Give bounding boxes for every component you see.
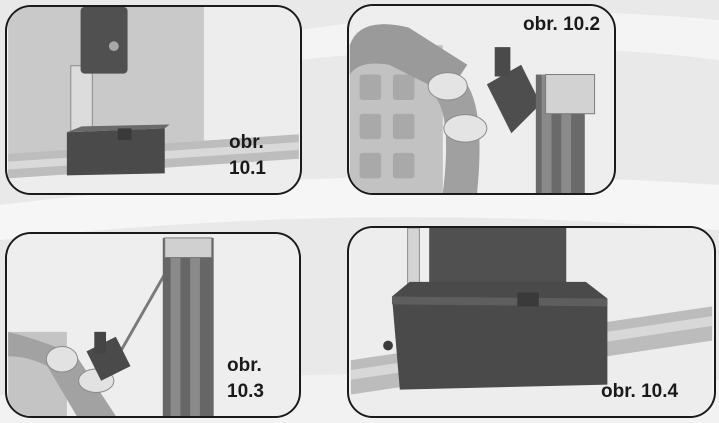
figure-panel-10-2: obr. 10.2 xyxy=(347,4,616,195)
figure-label-10-1: obr. 10.1 xyxy=(229,130,266,182)
figure-label-10-2: obr. 10.2 xyxy=(523,14,601,35)
figure-label-line1: obr. xyxy=(229,132,264,153)
figure-label-line2: 10.3 xyxy=(227,381,264,402)
figure-label-10-4: obr. 10.4 xyxy=(601,381,679,402)
figure-label-line1: obr. xyxy=(227,355,262,376)
gate-pole-illustration xyxy=(8,234,298,416)
figure-label-line2: 10.1 xyxy=(229,158,266,179)
figure-panel-10-4: obr. 10.4 xyxy=(347,226,716,418)
gate-clamp-illustration xyxy=(349,6,614,193)
figure-panel-10-3: obr. 10.3 xyxy=(5,232,301,418)
gate-base-closeup-illustration xyxy=(350,228,713,416)
figure-label-10-3: obr. 10.3 xyxy=(227,353,264,405)
gate-base-illustration xyxy=(8,7,299,193)
figure-panel-10-1: obr. 10.1 xyxy=(5,5,302,195)
